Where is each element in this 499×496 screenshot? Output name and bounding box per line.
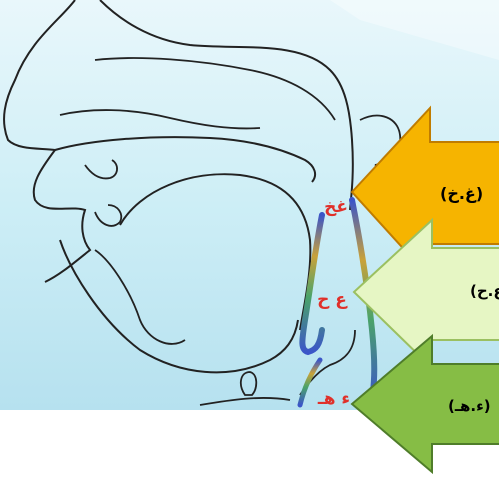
letters-bottom: ء هـ [317,389,350,409]
arrow-lower: (ء.هـ) [350,333,499,475]
nasal-cavity [59,57,336,130]
letters-top: غخ [324,197,348,217]
arrow-lower-label: (ء.هـ) [448,397,491,415]
arrow-lower-shape [350,333,499,475]
pharynx-front-wall [299,212,325,356]
head-outline [3,0,92,283]
hard-palate [54,136,317,183]
letters-middle: ع ح [317,290,348,310]
skull-outline [99,0,354,211]
teeth [84,159,123,227]
arrow-upper-label: (غ.خ) [440,184,483,203]
background-shade [330,0,499,60]
arrow-middle-label: (ع.ح) [470,282,499,300]
larynx-wall [297,357,323,408]
lower-lip [94,249,186,345]
lower-jaw [59,239,299,374]
hyoid [239,371,258,396]
pharynx-back-wall [349,197,378,403]
